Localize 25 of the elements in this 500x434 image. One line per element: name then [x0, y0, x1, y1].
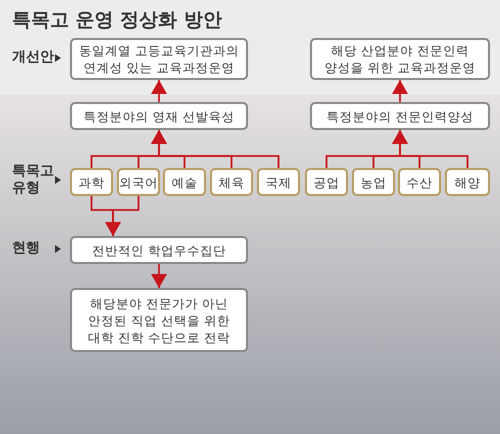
text-box: 해당분야 전문가가 아닌 안정된 직업 선택을 위한 대학 진학 수단으로 전락 [70, 288, 248, 352]
type-box: 공업 [305, 168, 348, 196]
arrow [105, 196, 140, 236]
type-box: 농업 [352, 168, 395, 196]
text-box: 동일계열 고등교육기관과의 연계성 있는 교육과정운영 [70, 38, 248, 80]
arrow [151, 80, 167, 102]
arrow [392, 130, 468, 168]
arrow [392, 80, 408, 102]
type-box: 과학 [70, 168, 113, 196]
type-box: 국제 [257, 168, 300, 196]
type-box: 외국어 [117, 168, 160, 196]
row-label: 개선안 [12, 49, 54, 66]
type-box: 예술 [163, 168, 206, 196]
text-box: 전반적인 학업우수집단 [70, 236, 248, 264]
title: 특목고 운영 정상화 방안 [12, 9, 222, 31]
row-label: 특목고 유형 [12, 163, 52, 197]
type-box: 해양 [445, 168, 490, 196]
text-box: 특정분야의 영재 선발육성 [70, 102, 248, 130]
arrow [151, 264, 167, 288]
type-box: 수산 [398, 168, 441, 196]
text-box: 해당 산업분야 전문인력 양성을 위한 교육과정운영 [310, 38, 490, 80]
type-box: 체육 [210, 168, 253, 196]
text-box: 특정분야의 전문인력양성 [310, 102, 490, 130]
row-label: 현행 [12, 240, 40, 257]
arrow [151, 130, 280, 168]
